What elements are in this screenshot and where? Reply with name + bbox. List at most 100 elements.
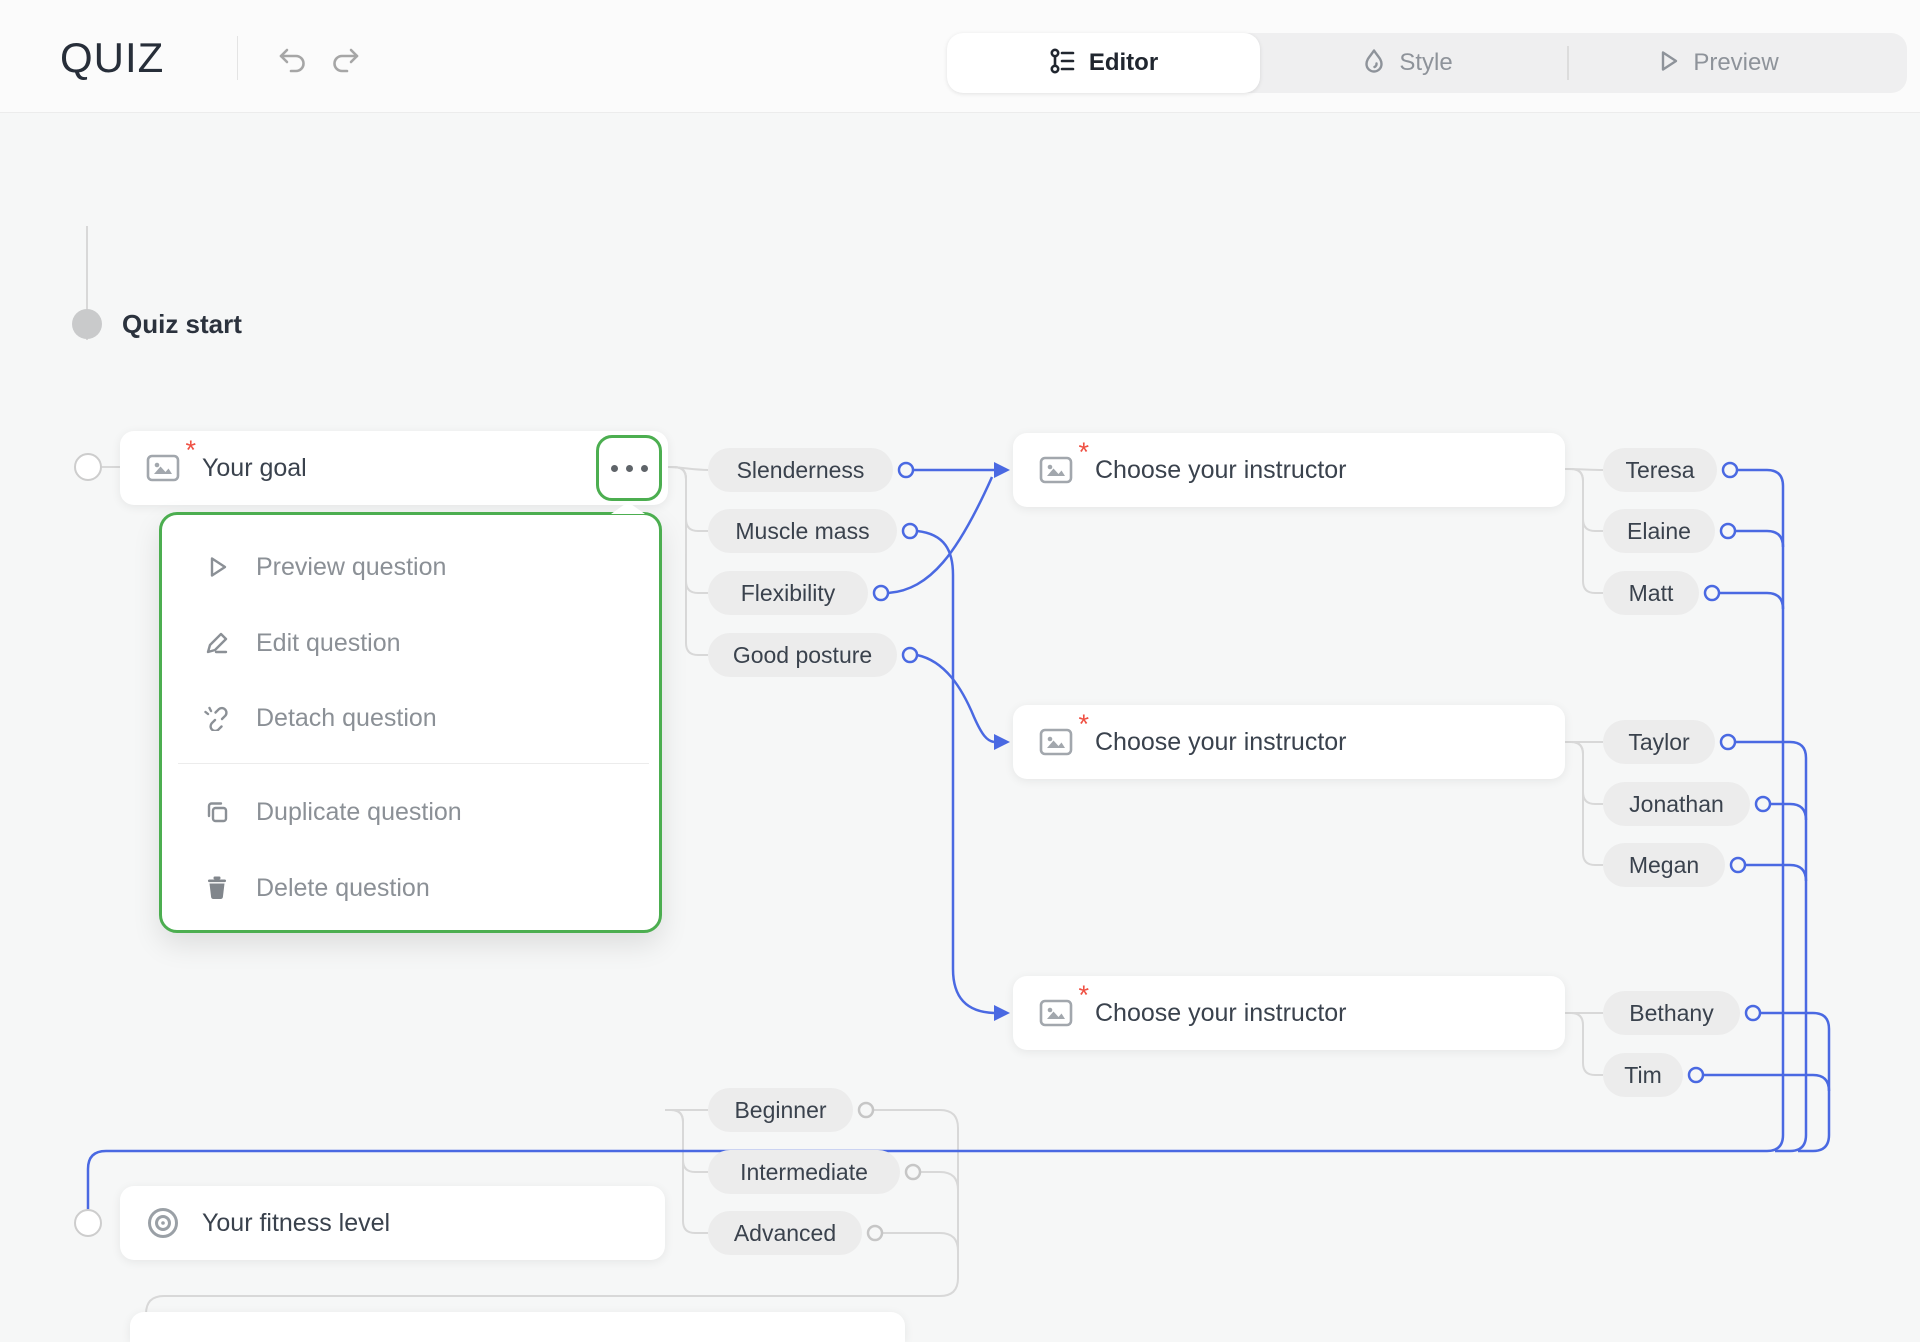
page-title: QUIZ: [60, 34, 165, 81]
play-icon: [202, 552, 232, 582]
port-musclemass[interactable]: [901, 522, 919, 540]
menu-caret: [611, 502, 645, 514]
connector-intermediate-route: [920, 1171, 959, 1191]
menu-item-preview-question[interactable]: Preview question: [162, 539, 659, 595]
header-divider: [237, 36, 238, 80]
port-taylor[interactable]: [1719, 733, 1737, 751]
image-icon: [146, 454, 180, 482]
required-asterisk: *: [1078, 980, 1089, 1010]
question-title: Choose your instructor: [1095, 998, 1347, 1027]
question-card-instructor-1[interactable]: * Choose your instructor: [1013, 433, 1565, 507]
wire-teresa-route: [86, 468, 1785, 1210]
answer-chip-beginner[interactable]: Beginner: [708, 1088, 853, 1132]
port-megan[interactable]: [1729, 856, 1747, 874]
wire-goodposture-to-i2: [916, 653, 995, 744]
question-card-your-goal[interactable]: * Your goal: [120, 431, 668, 505]
menu-item-duplicate-question[interactable]: Duplicate question: [162, 784, 659, 840]
menu-item-edit-question[interactable]: Edit question: [162, 615, 659, 671]
connector-i1-matt: [1565, 468, 1603, 594]
question-options-button[interactable]: [596, 435, 662, 501]
answer-chip-megan[interactable]: Megan: [1603, 843, 1725, 887]
redo-button[interactable]: [328, 42, 364, 78]
quiz-start-dot: [72, 309, 102, 339]
answer-chip-advanced[interactable]: Advanced: [708, 1211, 862, 1255]
answer-chip-slenderness[interactable]: Slenderness: [708, 448, 893, 492]
question-card-instructor-2[interactable]: * Choose your instructor: [1013, 705, 1565, 779]
wire-taylor-route: [1735, 740, 1808, 1153]
copy-icon: [202, 797, 232, 827]
port-goodposture[interactable]: [901, 646, 919, 664]
wire-flexibility-to-i1: [887, 476, 994, 595]
arrowhead-i2: [994, 734, 1010, 750]
connector-i3-tim: [1565, 1012, 1603, 1076]
image-icon: [1039, 999, 1073, 1027]
view-switcher: Editor Style Preview: [947, 33, 1907, 93]
port-matt[interactable]: [1703, 584, 1721, 602]
question-card-fitness-level[interactable]: Your fitness level: [120, 1186, 665, 1260]
answer-chip-musclemass[interactable]: Muscle mass: [708, 509, 897, 553]
menu-item-detach-question[interactable]: Detach question: [162, 690, 659, 746]
answer-chip-teresa[interactable]: Teresa: [1603, 448, 1717, 492]
wire-musclemass-to-i3: [916, 529, 995, 1015]
image-icon: [1039, 456, 1073, 484]
connector-i2-megan: [1565, 741, 1603, 866]
question-card-instructor-3[interactable]: * Choose your instructor: [1013, 976, 1565, 1050]
answer-chip-elaine[interactable]: Elaine: [1603, 509, 1715, 553]
arrowhead-i3: [994, 1005, 1010, 1021]
tab-style[interactable]: Style: [1307, 33, 1507, 93]
quiz-start-label: Quiz start: [122, 309, 242, 339]
pencil-icon: [202, 628, 232, 658]
tabs-divider: [1567, 46, 1569, 80]
answer-chip-taylor[interactable]: Taylor: [1603, 720, 1715, 764]
connector-goal-musclemass: [668, 466, 708, 532]
question-title: Your goal: [202, 453, 307, 482]
question-title: Choose your instructor: [1095, 455, 1347, 484]
answer-chip-flexibility[interactable]: Flexibility: [708, 571, 868, 615]
wire-bethany-route: [1760, 1011, 1831, 1153]
flow-list-icon: [1049, 47, 1077, 80]
wire-elaine-route: [1735, 529, 1785, 548]
question-context-menu: Preview question Edit question Detach qu…: [159, 512, 662, 933]
trash-icon: [202, 873, 232, 903]
wire-jonathan-route: [1770, 802, 1808, 821]
droplet-icon: [1361, 48, 1387, 79]
question-card-next-partial[interactable]: [130, 1312, 905, 1342]
top-bar: QUIZ Editor: [0, 0, 1920, 113]
wire-tim-route: [1703, 1073, 1831, 1092]
required-asterisk: *: [1078, 709, 1089, 739]
connector-fitness-advanced: [665, 1109, 708, 1234]
answer-chip-matt[interactable]: Matt: [1603, 571, 1699, 615]
answer-chip-jonathan[interactable]: Jonathan: [1603, 782, 1750, 826]
port-advanced[interactable]: [866, 1224, 884, 1242]
answer-chip-bethany[interactable]: Bethany: [1603, 991, 1740, 1035]
answer-chip-goodposture[interactable]: Good posture: [708, 633, 897, 677]
port-elaine[interactable]: [1719, 522, 1737, 540]
arrowhead-i1: [994, 462, 1010, 478]
broken-link-icon: [202, 703, 232, 733]
port-beginner[interactable]: [857, 1101, 875, 1119]
port-jonathan[interactable]: [1754, 795, 1772, 813]
question-title: Your fitness level: [202, 1208, 391, 1237]
required-asterisk: *: [185, 435, 196, 465]
undo-button[interactable]: [274, 42, 310, 78]
port-intermediate[interactable]: [904, 1163, 922, 1181]
connector-advanced-route: [882, 1232, 959, 1252]
answer-chip-tim[interactable]: Tim: [1603, 1053, 1683, 1097]
fitness-input-port[interactable]: [74, 1209, 102, 1237]
play-icon: [1655, 48, 1681, 79]
tab-preview[interactable]: Preview: [1597, 33, 1837, 93]
port-tim[interactable]: [1687, 1066, 1705, 1084]
goal-input-port[interactable]: [74, 453, 102, 481]
undo-icon: [276, 42, 308, 79]
port-bethany[interactable]: [1744, 1004, 1762, 1022]
port-flexibility[interactable]: [872, 584, 890, 602]
answer-chip-intermediate[interactable]: Intermediate: [708, 1150, 900, 1194]
menu-item-delete-question[interactable]: Delete question: [162, 860, 659, 916]
menu-divider: [178, 763, 649, 764]
port-slenderness[interactable]: [897, 461, 915, 479]
wire-matt-route: [1719, 591, 1785, 610]
port-teresa[interactable]: [1721, 461, 1739, 479]
tab-editor[interactable]: Editor: [947, 33, 1260, 93]
tab-style-label: Style: [1399, 49, 1453, 76]
